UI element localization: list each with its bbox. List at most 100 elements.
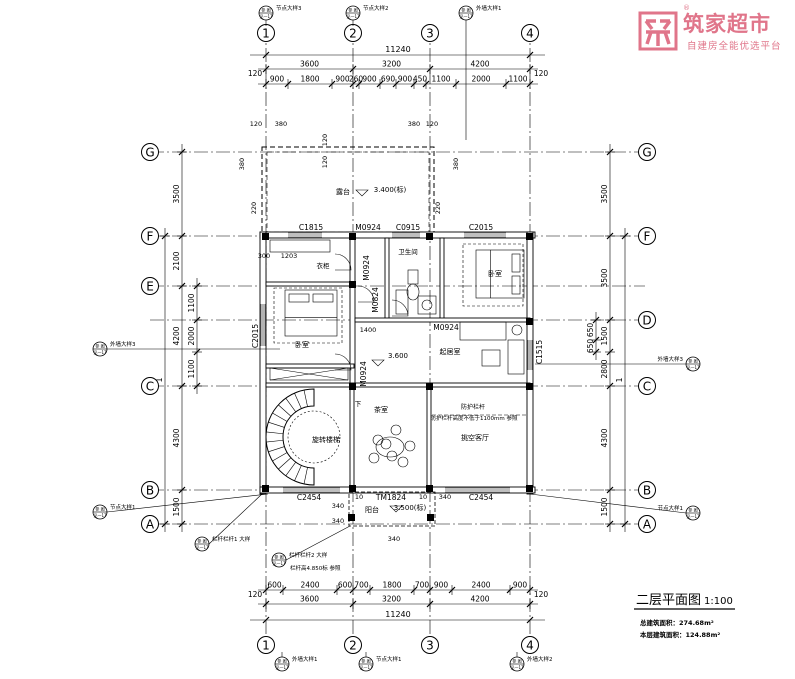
room-void_hall: 挑空客厅 [461,433,489,442]
brand-logo: ® 筑家超市 自建房全能优选平台 [637,4,792,58]
basin-bowl [421,299,433,311]
stair-tread [303,389,308,407]
room-railing_note: 防护栏杆高度不低于1100mm 参照 [431,414,518,422]
ref-bl-1-sub: 参 图 [197,538,206,544]
balcony-top-dim-1: 380 [275,120,287,128]
ref-left-1-title: 外墙大样3 [110,340,136,348]
ref-top-1-title: 节点大样3 [276,4,302,12]
tea-stool-2 [404,440,416,452]
right-main-dim-text: 4300 [600,428,609,447]
bed-right [475,249,525,299]
left-main-dim-text: 4300 [172,428,181,447]
bed-left-pillow [312,293,334,303]
small-dim-8: 1203 [281,252,298,260]
bottom-detail-dim-text: 700 [354,581,369,590]
opening-C2454_left: C2454 [297,493,322,502]
ref-right-1-num: 见一17 [686,365,700,370]
opening-C2015_left: C2015 [251,324,260,349]
room-living: 起居室 [440,347,461,356]
wall-d-line [354,317,531,323]
top-main-dim-text: 3200 [382,60,401,69]
ref-left-2-title: 节点大样1 [110,503,136,511]
ref-top-3-sub: 参 图 [461,7,470,13]
opening-TM1824: TM1824 [375,493,406,502]
ref-top-1-sub: 参 图 [261,7,270,13]
opening-C2454_right: C2454 [469,493,494,502]
top-edge-left: 120 [248,69,263,78]
axis-bubble-right-B: B [638,481,656,499]
small-dim-0: 340 [332,502,344,510]
small-dim-3: 340 [439,493,451,501]
axis-bubble-bottom-2: 2 [344,636,362,654]
balcony-top-dim-0: 120 [250,120,262,128]
axis-bubble-bottom-3-circle [421,636,439,654]
column-1 [349,233,356,240]
stair-tread [266,439,284,443]
opening-M0924_low: M0924 [359,361,368,387]
axis-bubble-top-4: 4 [521,24,539,42]
top-detail-dim-text: 900 [335,75,350,84]
stair-tread [272,412,288,422]
column-7 [526,485,533,492]
room-tea_room: 茶室 [374,405,388,414]
top-detail-dim-text: 900 [398,75,413,84]
balcony-top-dim-2: 380 [408,120,420,128]
opening-M0924_mid: M0924 [362,255,371,281]
wardrobe-top [269,239,331,253]
stair-tread [294,393,302,409]
left-inner-dim-text: 2000 [187,326,196,345]
ref-top-2-num: 见一17 [346,14,360,19]
left-main-dim-text: 2100 [172,251,181,270]
ref-bot-1-sub: 参 图 [277,658,286,664]
registered-mark: ® [683,4,690,12]
ref-top-3-title: 外墙大样1 [476,4,502,12]
ref-bot-1-title: 外墙大样1 [292,655,318,663]
axis-bubble-right-G-circle [638,143,656,161]
ref-left-1-sub: 参 图 [95,343,104,349]
door-m0924-bath [391,299,409,317]
door-m0924-top [334,253,352,271]
spiral-stair [265,388,341,486]
axis-bubble-top-1: 1 [257,24,275,42]
axis-bubble-left-B-label: B [146,484,154,498]
opening-C0915: C0915 [396,223,421,232]
top-detail-dim-text: 1100 [431,75,450,84]
room-balcony_level: 3.500(标) [394,503,427,512]
axis-bubble-right-A: A [638,515,656,533]
small-dim-5: 340 [388,535,400,543]
bed-right-pillow [511,275,521,295]
drawing-scale: 1:100 [704,596,733,607]
axis-bubble-right-B-circle [638,481,656,499]
bottom-detail-dim-text: 700 [415,581,430,590]
wall-col3-lower [426,386,432,488]
room-terrace: 露台 [336,187,350,196]
top-total-text: 11240 [385,45,410,54]
axis-bubble-left-F: F [141,227,159,245]
ref-right-2-sub: 参 图 [688,507,697,513]
ref-bot-1-num: 见一17 [275,665,289,670]
wall-bedroom-left-north [265,281,355,287]
bottom-edge-left: 120 [248,590,263,599]
axis-bubble-left-G-label: G [145,146,154,160]
column-9 [426,383,433,390]
balcony-outline [348,491,436,527]
axis-bubble-left-E: E [141,277,159,295]
balcony-side-dim-3: 220 [434,202,442,214]
bed-right-rug [462,243,524,307]
top-main-dim-text: 4200 [470,60,489,69]
ref-top-2-sub: 参 图 [348,7,357,13]
tea-stool-6 [397,456,409,468]
axis-bubble-bottom-3-label: 3 [426,639,434,653]
sofa [459,321,507,341]
axis-bubble-bottom-1-label: 1 [262,639,270,653]
shower-tray [395,289,409,315]
ref-left-2-leader [106,493,269,513]
axis-bubble-bottom-1-circle [257,636,275,654]
ref-bot-3-title: 外墙大样2 [527,655,553,663]
stair-tread [266,431,284,435]
axis-bubble-left-E-label: E [146,280,154,294]
bottom-total-tick [262,616,270,624]
